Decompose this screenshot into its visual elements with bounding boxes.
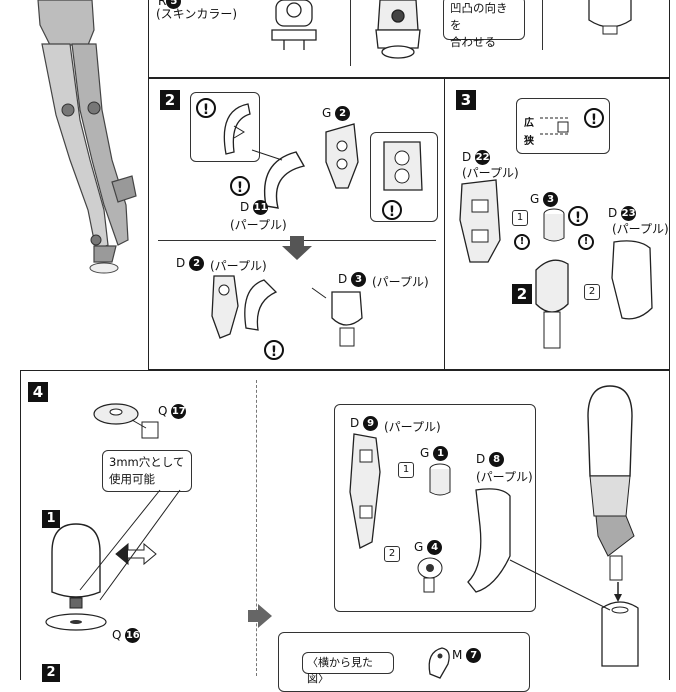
warning-icon: ! (584, 108, 604, 128)
narrow-label: 狭 (524, 136, 534, 147)
part-g4-label: G 4 (414, 540, 443, 555)
warning-icon: ! (568, 206, 588, 226)
skin-color-label: (スキンカラー) (156, 7, 238, 21)
part-cap-drawing (588, 0, 632, 35)
step4-substep-1: 1 (42, 510, 60, 528)
part-g2-closeup (383, 141, 423, 191)
part-g3-label: G 3 (530, 192, 559, 207)
part-d22-drawing (459, 179, 501, 263)
part-d23-label: D 23 (608, 206, 637, 221)
part-g2-label: G 2 (322, 106, 351, 121)
part-d2-label: D 2 (176, 256, 205, 271)
part-d3-label: D 3 (338, 272, 367, 287)
part-d11-drawing (251, 149, 306, 209)
assembled-leg-drawing (587, 385, 639, 667)
part-g3-drawing (543, 208, 565, 242)
down-arrow-icon (282, 236, 312, 260)
step3-number: 3 (456, 90, 476, 110)
warning-icon: ! (578, 234, 594, 250)
part-g2-drawing (325, 123, 359, 189)
step4-vertical-divider (256, 380, 257, 676)
step1-divider-right (542, 0, 543, 50)
step4-number: 4 (28, 382, 48, 402)
part-q17-drawing (93, 403, 159, 439)
part-d8-color: (パープル) (476, 470, 533, 484)
part-d22-label: D 22 (462, 150, 491, 165)
part-assembly-drawing (375, 0, 421, 59)
q17-guide-lines (79, 489, 181, 601)
part-d9-label: D 9 (350, 416, 379, 431)
part-d9-drawing (349, 433, 381, 549)
side-view-label-box: 〈横から見た図〉 (302, 652, 394, 685)
part-q16-label: Q 16 (112, 628, 141, 643)
part-d8-label: D 8 (476, 452, 505, 467)
assembly-guide-lines (509, 559, 611, 611)
sequence-marker-2: 2 (584, 284, 600, 300)
wide-label: 広 (524, 118, 534, 129)
warning-icon: ! (382, 200, 402, 220)
part-d11-color: (パープル) (230, 218, 287, 232)
part-g4-drawing (417, 557, 443, 593)
part-d11-closeup (223, 103, 251, 155)
sequence-marker-1: 1 (398, 462, 414, 478)
part-d3-drawing (311, 287, 363, 347)
part-d23-color: (パープル) (612, 222, 669, 236)
step2-reference-badge: 2 (512, 284, 532, 304)
figure-legs-illustration (37, 0, 137, 274)
part-g1-label: G 1 (420, 446, 449, 461)
part-d9-color: (パープル) (384, 420, 441, 434)
step1-vertical-divider (350, 0, 351, 66)
part-d2-assembly-drawing (211, 275, 278, 339)
q17-usage-note: 3mm穴として 使用可能 (102, 450, 192, 492)
part-d3-color: (パープル) (372, 275, 429, 289)
step2-assembly-reference-drawing (535, 259, 569, 349)
step4-substep-2: 2 (42, 664, 60, 682)
part-m7-drawing (428, 647, 450, 679)
sequence-marker-2: 2 (384, 546, 400, 562)
step2-number: 2 (160, 90, 180, 110)
sub1-cap-drawing (45, 523, 107, 631)
part-d11-label: D 11 (240, 200, 269, 215)
part-g1-drawing (429, 463, 451, 496)
warning-icon: ! (514, 234, 530, 250)
width-diagram (540, 117, 570, 135)
sequence-marker-1: 1 (512, 210, 528, 226)
part-d8-drawing (467, 488, 511, 593)
warning-icon: ! (196, 98, 216, 118)
warning-icon: ! (264, 340, 284, 360)
swap-arrow-icon (115, 542, 157, 566)
part-q17-label: Q 17 (158, 404, 187, 419)
part-d23-drawing (611, 240, 653, 320)
part-r5-drawing (271, 0, 317, 50)
alignment-note: 凹凸の向きを 合わせる (443, 0, 525, 49)
part-d2-color: (パープル) (210, 259, 267, 273)
right-arrow-icon (248, 604, 272, 628)
part-m7-label: M 7 (452, 648, 482, 663)
warning-icon: ! (230, 176, 250, 196)
part-d22-color: (パープル) (462, 166, 519, 180)
